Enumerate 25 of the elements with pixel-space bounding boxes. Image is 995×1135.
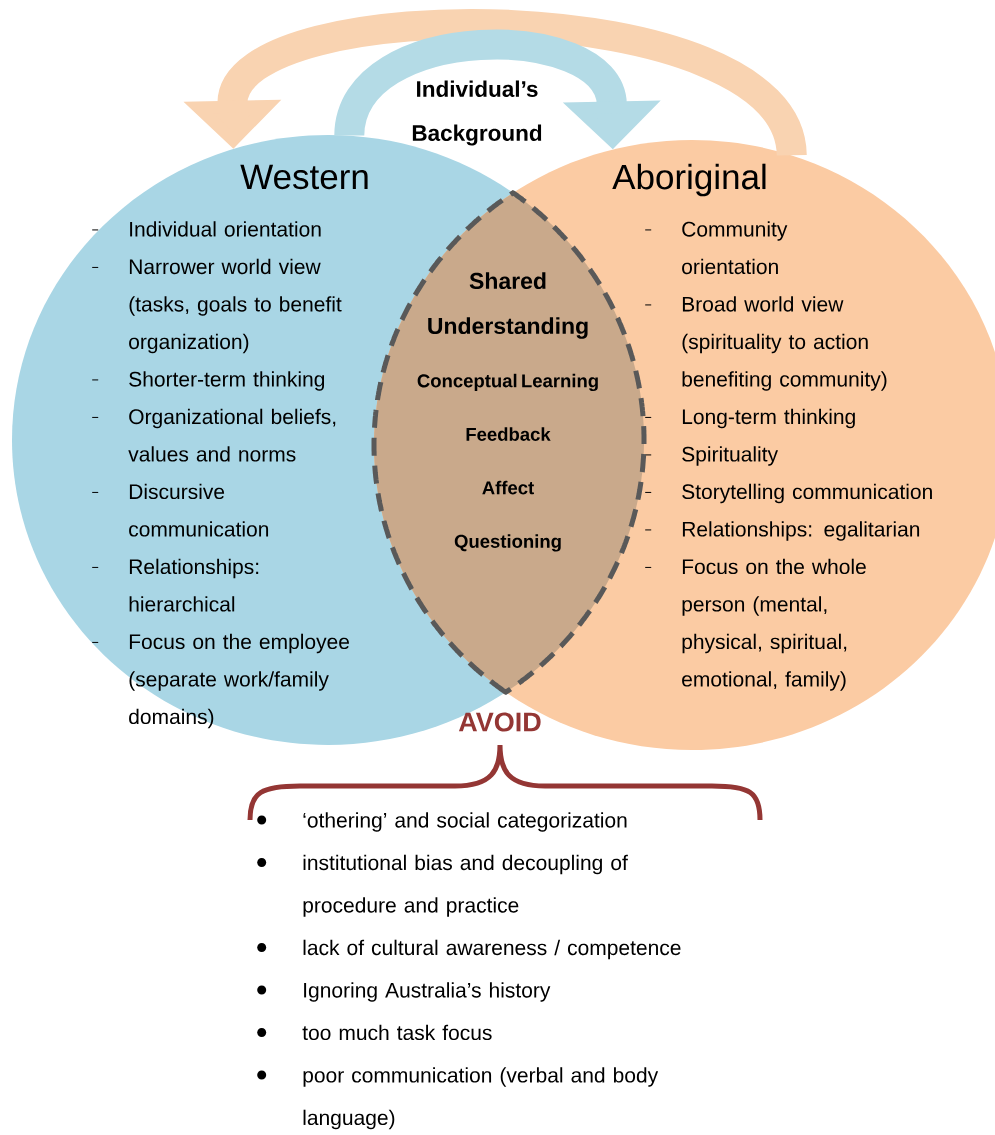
- list-item: Shorter-term thinking: [91, 371, 325, 391]
- list-item: Spirituality: [644, 446, 778, 466]
- list-item: Narrower world view (tasks, goals to benefit organization): [91, 258, 342, 354]
- list-item: Focus on the whole person (mental, physical, spiritual, emotional, family): [644, 558, 866, 691]
- bullet-item: lack of cultural awareness / competence: [257, 939, 681, 960]
- list-item: Organizational beliefs, values and norms: [91, 408, 336, 462]
- bullet-item: ‘othering’ and social categorization: [257, 812, 627, 832]
- list-item: Long-term thinking: [644, 408, 855, 429]
- list-item: Discursive communication: [91, 483, 269, 537]
- list-item: Broad world view (spirituality to action benefiting community): [644, 296, 887, 391]
- lens-heading: Shared Understanding: [428, 272, 588, 339]
- list-item: Storytelling communication: [644, 483, 932, 504]
- lens-item: Questioning: [454, 534, 561, 552]
- list-item: Individual orientation: [91, 221, 321, 237]
- list-item: Relationships: egalitarian: [644, 521, 920, 541]
- heading: AVOID: [458, 712, 541, 732]
- bullet-item: Ignoring Australia’s history: [257, 982, 551, 1002]
- bullet-item: poor communication (verbal and body language): [257, 1067, 659, 1130]
- lens-item: Conceptual Learning: [417, 373, 598, 392]
- lens-item: Feedback: [466, 427, 551, 441]
- list-item: Focus on the employee (separate work/family domains): [91, 633, 349, 729]
- list-item: Community orientation: [644, 221, 788, 275]
- lens-item: Affect: [482, 480, 534, 495]
- bullet-item: too much task focus: [257, 1024, 492, 1041]
- list-item: Relationships: hierarchical: [91, 558, 259, 612]
